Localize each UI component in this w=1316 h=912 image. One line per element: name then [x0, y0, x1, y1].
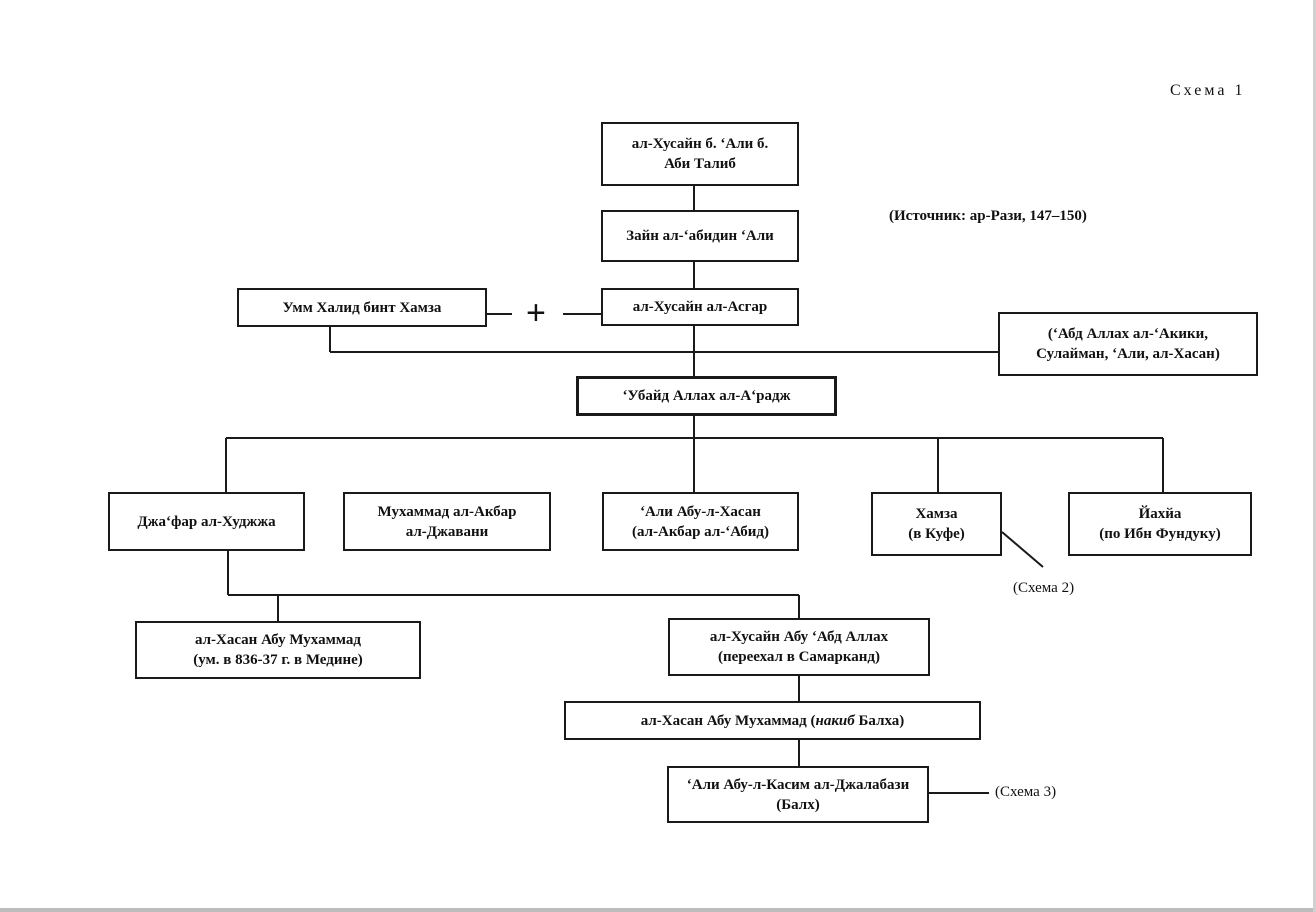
node-line: ‘Али Абу-л-Касим ал-Джалабази [686, 776, 910, 793]
node-umm-khalid: Умм Халид бинт Хамза [237, 288, 487, 327]
node-line: (Балх) [776, 796, 820, 813]
node-line: Йахйа [1138, 506, 1182, 522]
node-line: ‘Али Абу-л-Хасан [640, 503, 761, 520]
node-line: ал-Джавани [405, 523, 489, 540]
node-jafar: Джа‘фар ал-Худжжа [108, 492, 305, 551]
page-bottom-edge [0, 908, 1316, 912]
node-line: Сулайман, ‘Али, ал-Хасан) [1036, 346, 1220, 362]
node-text-part: Балха) [854, 712, 905, 729]
node-muhammad-akbar: Мухаммад ал-Акбар ал-Джавани [343, 492, 551, 551]
node-line: ал-Хусайн ал-Асгар [632, 299, 768, 315]
reference-scheme-3: (Схема 3) [995, 784, 1057, 800]
node-ubayd-allah: ‘Убайд Аллах ал-А‘радж [576, 376, 837, 416]
node-hamza: Хамза (в Куфе) [871, 492, 1002, 556]
node-line: Мухаммад ал-Акбар [377, 503, 517, 520]
source-note: (Источник: ар-Рази, 147–150) [889, 208, 1087, 224]
node-line: Хамза [915, 506, 958, 522]
node-yahya: Йахйа (по Ибн Фундуку) [1068, 492, 1252, 556]
node-line: (ал-Акбар ал-‘Абид) [631, 523, 770, 540]
node-line: ‘Убайд Аллах ал-А‘радж [622, 388, 791, 404]
node-brothers: (‘Абд Аллах ал-‘Акики, Сулайман, ‘Али, а… [998, 312, 1258, 376]
node-husayn-al-asghar: ал-Хусайн ал-Асгар [601, 288, 799, 326]
node-husayn-abu-abdallah: ал-Хусайн Абу ‘Абд Аллах (переехал в Сам… [668, 618, 930, 676]
node-text-part: ал-Хасан Абу Мухаммад ( [640, 712, 816, 729]
marriage-symbol: + [526, 294, 546, 332]
node-hasan-abu-muhammad: ал-Хасан Абу Мухаммад (ум. в 836-37 г. в… [135, 621, 421, 679]
node-hasan-naqib-balkh: ал-Хасан Абу Мухаммад (накиб Балха) [564, 701, 981, 740]
node-ali-jalabazi: ‘Али Абу-л-Касим ал-Джалабази (Балх) [667, 766, 929, 823]
node-line: Джа‘фар ал-Худжжа [137, 513, 276, 530]
node-line: ал-Хасан Абу Мухаммад (накиб Балха) [641, 711, 905, 731]
page-right-edge [1313, 0, 1316, 912]
node-line: Аби Талиб [664, 156, 736, 172]
node-line: (в Куфе) [908, 526, 965, 542]
node-line: Зайн ал-‘абидин ‘Али [626, 228, 774, 244]
node-text-italic: накиб [815, 712, 855, 729]
node-line: (ум. в 836-37 г. в Медине) [193, 652, 363, 668]
reference-scheme-2: (Схема 2) [1013, 580, 1075, 596]
node-line: ал-Хусайн б. ‘Али б. [631, 136, 769, 152]
node-line: (по Ибн Фундуку) [1099, 526, 1221, 542]
node-line: ал-Хусайн Абу ‘Абд Аллах [709, 629, 889, 645]
diagram-title: Схема 1 [1170, 82, 1246, 99]
node-line: (переехал в Самарканд) [717, 649, 881, 665]
node-zayn-al-abidin: Зайн ал-‘абидин ‘Али [601, 210, 799, 262]
node-line: (‘Абд Аллах ал-‘Акики, [1047, 326, 1209, 342]
node-ali-abul-hasan: ‘Али Абу-л-Хасан (ал-Акбар ал-‘Абид) [602, 492, 799, 551]
node-line: Умм Халид бинт Хамза [282, 299, 442, 316]
node-line: ал-Хасан Абу Мухаммад [194, 632, 362, 648]
node-husayn-b-ali: ал-Хусайн б. ‘Али б. Аби Талиб [601, 122, 799, 186]
